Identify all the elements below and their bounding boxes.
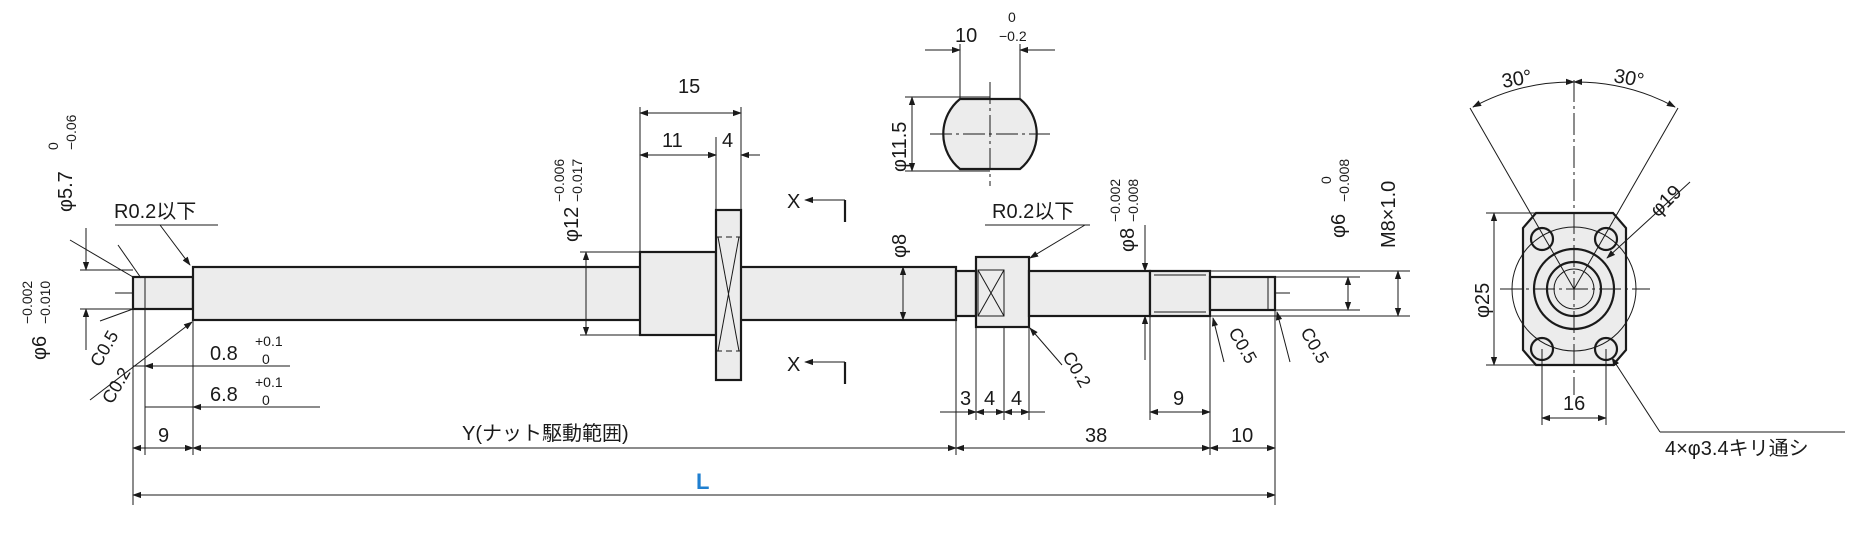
screw-shaft: [191, 265, 958, 322]
dim-0-8-label: 0.8: [210, 343, 238, 365]
dia-6-left-label: φ6: [29, 336, 51, 360]
dia-8-right-tol-lower: −0.008: [1125, 179, 1141, 222]
shaft-end-journal: [1027, 269, 1152, 318]
thread-label: M8×1.0: [1378, 181, 1400, 248]
chamfer-c05-end-label: C0.5: [1297, 324, 1333, 367]
dim-11-label: 11: [662, 130, 683, 152]
section-view: 10 0 −0.2 φ11.5: [889, 9, 1055, 186]
end-width-16-label: 16: [1563, 393, 1585, 415]
dim-6-8-tol-upper: +0.1: [255, 374, 283, 390]
total-length-label: L: [696, 469, 709, 494]
dim-3-label: 3: [960, 388, 971, 410]
dim-0-8-tol-lower: 0: [262, 351, 270, 367]
dia-6-right-tol-upper: 0: [1318, 176, 1334, 184]
nut-flange: [714, 208, 743, 382]
end-holes-label: 4×φ3.4キリ通シ: [1665, 437, 1809, 460]
chamfer-c05-left-label: C0.5: [86, 327, 122, 370]
dia-6-right-tol-lower: −0.008: [1336, 159, 1352, 202]
shaft-end-right: [1208, 275, 1277, 312]
section-width-tol-lower: −0.2: [999, 28, 1027, 44]
dim-y-label: Y(ナット駆動範囲): [462, 422, 629, 445]
dim-9-left-label: 9: [158, 425, 169, 447]
dia-12-tol-upper: −0.006: [551, 159, 567, 202]
dim-4-a-label: 4: [984, 388, 995, 410]
bearing-journal: [954, 269, 978, 318]
dia-6-left-tol-lower: −0.010: [37, 281, 53, 324]
end-dia-19-label: φ19: [1646, 181, 1686, 221]
dia-8-right-tol-upper: −0.002: [1107, 179, 1123, 222]
chamfer-c02-right-label: C0.2: [1059, 348, 1095, 391]
thread-section: [1148, 269, 1212, 318]
bearing-block: [974, 255, 1031, 329]
dim-6-8-label: 6.8: [210, 384, 238, 406]
dim-6-8-tol-lower: 0: [262, 392, 270, 408]
nut-body: [638, 250, 718, 337]
dia-5-7-tol-upper: 0: [45, 142, 61, 150]
dim-10-label: 10: [1231, 425, 1253, 447]
dim-38-label: 38: [1085, 425, 1107, 447]
section-width-label: 10: [955, 25, 977, 47]
dia-5-7-tol-lower: −0.06: [63, 114, 79, 150]
bearing-radius-label: R0.2以下: [992, 201, 1074, 223]
end-dia-25-label: φ25: [1472, 283, 1494, 318]
dia-8-label: φ8: [889, 234, 911, 258]
end-angle-right-label: 30°: [1612, 65, 1646, 92]
dim-15-label: 15: [678, 76, 700, 98]
dim-4-flange-label: 4: [722, 130, 733, 152]
dia-8-right-label: φ8: [1117, 228, 1139, 252]
section-width-tol-upper: 0: [1008, 9, 1016, 25]
shaft-end-left: [131, 275, 195, 311]
section-dia-label: φ11.5: [889, 122, 911, 172]
end-angle-left-label: 30°: [1500, 66, 1534, 93]
dim-0-8-tol-upper: +0.1: [255, 333, 283, 349]
dia-5-7-label: φ5.7: [55, 171, 77, 212]
dim-4-b-label: 4: [1011, 388, 1022, 410]
section-mark-bottom: X: [787, 354, 800, 376]
section-mark-top: X: [787, 191, 800, 213]
dia-6-left-tol-upper: −0.002: [19, 281, 35, 324]
dia-12-tol-lower: −0.017: [569, 159, 585, 202]
shaft-end-radius-label: R0.2以下: [114, 201, 196, 223]
chamfer-c05-mid-label: C0.5: [1225, 324, 1261, 367]
dia-6-right-label: φ6: [1328, 214, 1350, 238]
dia-12-label: φ12: [561, 207, 583, 242]
flange-end-view: 30° 30° φ19 φ25 16 4×φ3.4キリ通シ: [1469, 65, 1845, 460]
shaft-side-view: [69, 107, 1410, 505]
dim-9-right-label: 9: [1173, 388, 1184, 410]
